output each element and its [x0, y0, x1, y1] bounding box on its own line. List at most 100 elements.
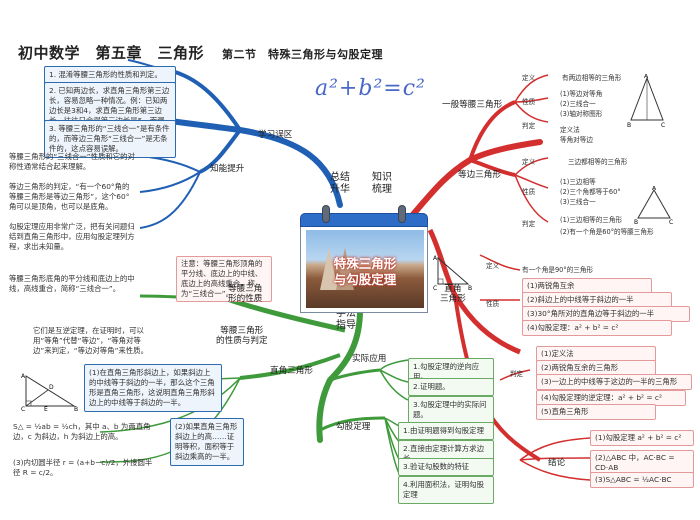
- ability-item-3: 勾股定理应用非常广泛，把有关问题归结到直角三角形中，应用勾股定理列方程，求出未知…: [9, 222, 135, 251]
- equilateral-def-label: 定义: [522, 158, 536, 166]
- isosceles-note: 注意：等腰三角形顶角的平分线、底边上的中线、底边上的高线重合，称为“三线合一”。: [176, 256, 272, 302]
- conclusion-item-2: (2)△ABC 中，AC·BC = CD·AB: [590, 450, 694, 476]
- category-summary: 总结 升华: [330, 172, 350, 196]
- category-knowledge-line2: 梳理: [372, 184, 392, 195]
- calendar-ring: [398, 205, 406, 223]
- calendar-photo: 特殊三角形 与勾股定理: [306, 230, 424, 308]
- category-method-line2: 指导: [336, 320, 356, 331]
- equilateral-def-text: 三边都相等的三角形: [568, 158, 628, 166]
- conclusion-item-1: (1)勾股定理 a² + b² = c²: [590, 430, 694, 446]
- isosceles-props-label-line1: 等腰三角: [228, 284, 263, 294]
- isosceles-def-label: 定义: [522, 74, 536, 82]
- fig4-label-b: B: [74, 406, 78, 412]
- fig4-label-a: A: [21, 373, 26, 380]
- application-item-3: 3.勾股定理中的实际问题。: [408, 396, 494, 424]
- right-triangle-area: S△ = ½ab = ½ch，其中 a、b 为两直角边，c 为斜边，h 为斜边上…: [13, 422, 151, 441]
- right-triangle-figure-2: A B C: [433, 255, 472, 290]
- fig4-label-e: E: [44, 406, 48, 412]
- isosceles-judge-1: 定义法: [560, 126, 580, 134]
- fig3-label-c: C: [433, 285, 437, 290]
- equilateral-prop-3: (3)三线合一: [560, 198, 596, 206]
- center-title: 特殊三角形 与勾股定理: [306, 256, 424, 289]
- chapter-title: 初中数学 第五章 三角形: [18, 44, 205, 62]
- right-triangle-label-line2: 三角形: [440, 294, 466, 305]
- pythagoras-item-1: 1.由证明题得到勾股定理: [398, 422, 494, 440]
- right-triangle-bracket-note: (2)如果直角三角形斜边上的高……证明等积，面积等于斜边乘高的一半。: [170, 418, 244, 466]
- center-calendar: 特殊三角形 与勾股定理: [300, 205, 428, 313]
- category-summary-line2: 升华: [330, 184, 350, 195]
- equilateral-triangle-figure: A B C: [634, 186, 673, 224]
- equilateral-prop-2: (2)三个角都等于60°: [560, 188, 621, 196]
- study-focus-label: 学习误区: [258, 130, 293, 140]
- calendar-body: 特殊三角形 与勾股定理: [300, 227, 428, 313]
- fig3-label-b: B: [468, 285, 472, 290]
- calendar-ring: [322, 205, 330, 223]
- isosceles-judge-detail: 它们是互逆定理，在证明时，可以用“等角”代替“等边”，“等角对等边”来判定，“等…: [33, 326, 148, 355]
- conclusion-label: 结论: [548, 458, 566, 468]
- fig2-label-b: B: [634, 219, 638, 224]
- pythagorean-formula: a²+b²=c²: [315, 76, 426, 101]
- isosceles-props-label: 等腰三角 形的性质: [228, 284, 262, 305]
- page-title: 初中数学 第五章 三角形 第二节 特殊三角形与勾股定理: [18, 42, 383, 63]
- fig2-label-a: A: [652, 186, 657, 192]
- isosceles-prop-3: (3)轴对称图形: [560, 110, 603, 118]
- right-triangle-label-line1: 直角: [444, 284, 462, 294]
- fig3-label-a: A: [433, 255, 438, 262]
- isosceles-def-text: 有两边相等的三角形: [562, 74, 622, 82]
- isosceles-judge-branch-label: 判定: [522, 122, 536, 130]
- ability-label: 知能提升: [210, 164, 245, 174]
- isosceles-judge-label: 等腰三角形 的性质与判定: [216, 326, 268, 347]
- right-def-text: 有一个角是90°的三角形: [522, 266, 594, 274]
- application-label: 实际应用: [352, 354, 387, 364]
- isosceles-props-label-line2: 形的性质: [228, 294, 263, 305]
- conclusion-item-3: (3)S△ABC = ½AC·BC: [590, 472, 694, 488]
- right-triangle-detail: (1)在直角三角形斜边上，如果斜边上的中线等于斜边的一半，那么这个三角形是直角三…: [84, 364, 222, 412]
- right-def-label: 定义: [486, 262, 500, 270]
- equilateral-label: 等边三角形: [458, 170, 501, 180]
- right-triangle-inscribed: (3)内切圆半径 r = (a+b−c)/2，外接圆半径 R = c/2。: [13, 458, 153, 477]
- right-triangle-method-label: 直角三角形: [270, 366, 313, 376]
- center-title-line2: 与勾股定理: [333, 272, 397, 288]
- ability-item-2: 等边三角形的判定，“有一个60°角的等腰三角形是等边三角形”，这个60°角可以是…: [9, 182, 130, 211]
- pythagoras-label: 勾股定理: [336, 422, 371, 432]
- right-judge-branch-label: 判定: [510, 370, 524, 378]
- right-judge-5: (5)直角三角形: [536, 404, 656, 420]
- right-triangle-figure-1: A B C D E: [21, 373, 78, 412]
- equilateral-prop-1: (1)三边相等: [560, 178, 596, 186]
- pythagoras-item-4: 4.利用面积法，证明勾股定理: [398, 476, 494, 504]
- pythagoras-item-3: 3.验证勾股数的特征: [398, 458, 494, 476]
- isosceles-judge-label-line1: 等腰三角形: [220, 326, 264, 336]
- right-triangle-label: 直角 三角形: [440, 284, 466, 305]
- fig1-label-b: B: [627, 122, 631, 128]
- category-method-line1: 学法: [336, 308, 356, 319]
- photo-sculpture: [320, 248, 338, 290]
- category-summary-line1: 总结: [330, 172, 350, 183]
- right-prop-4: (4)勾股定理：a² + b² = c²: [522, 320, 672, 336]
- category-method: 学法 指导: [336, 308, 356, 332]
- study-focus-item-3: 3. 等腰三角形的“三线合一”是有条件的，而等边三角形“三线合一”是无条件的，这…: [44, 120, 176, 158]
- photo-sculpture: [336, 248, 354, 290]
- center-title-line1: 特殊三角形: [333, 256, 397, 271]
- fig4-label-d: D: [49, 384, 54, 391]
- ability-item-1: 等腰三角形的“三线合一”性质和它的对称性通常结合起来理解。: [9, 152, 135, 171]
- equilateral-judge-1: (1)三边相等的三角形: [560, 216, 623, 224]
- category-knowledge-line1: 知识: [372, 172, 392, 183]
- fig4-label-c: C: [21, 406, 25, 412]
- section-title: 第二节 特殊三角形与勾股定理: [222, 48, 384, 61]
- calendar-header: [300, 213, 428, 227]
- fig1-label-a: A: [644, 74, 649, 80]
- isosceles-triangle-label: 一般等腰三角形: [442, 100, 503, 110]
- fig1-label-c: C: [661, 122, 665, 128]
- isosceles-props-detail: 等腰三角形底角的平分线和底边上的中线，高线重合，简称“三线合一”。: [9, 274, 135, 293]
- isosceles-prop-2: (2)三线合一: [560, 100, 596, 108]
- category-knowledge: 知识 梳理: [372, 172, 392, 196]
- equilateral-props-branch-label: 性质: [522, 188, 536, 196]
- isosceles-triangle-figure: A B C: [627, 74, 665, 128]
- isosceles-judge-label-line2: 的性质与判定: [216, 336, 268, 347]
- fig2-label-c: C: [669, 219, 673, 224]
- equilateral-judge-branch-label: 判定: [522, 220, 536, 228]
- isosceles-props-branch-label: 性质: [522, 98, 536, 106]
- right-props-branch-label: 性质: [486, 300, 500, 308]
- equilateral-judge-2: (2)有一个角是60°的等腰三角形: [560, 228, 654, 236]
- isosceles-prop-1: (1)等边对等角: [560, 90, 603, 98]
